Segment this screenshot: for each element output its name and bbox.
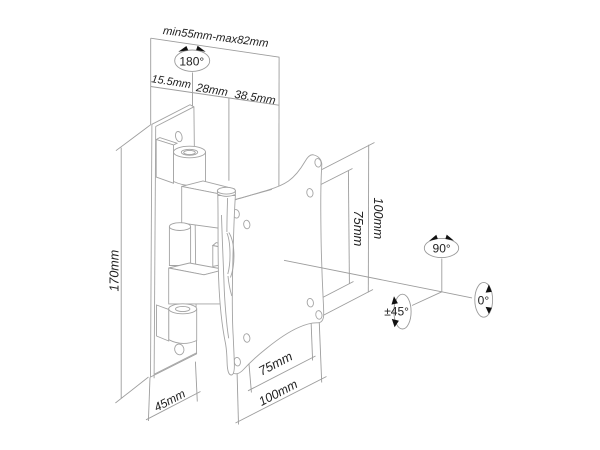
svg-text:100mm: 100mm: [371, 198, 385, 240]
svg-text:90°: 90°: [433, 242, 451, 256]
svg-text:28mm: 28mm: [194, 82, 229, 99]
svg-text:75mm: 75mm: [351, 210, 366, 246]
svg-text:180°: 180°: [179, 54, 204, 68]
svg-text:0°: 0°: [478, 293, 490, 307]
svg-text:170mm: 170mm: [108, 250, 122, 292]
svg-text:±45°: ±45°: [384, 305, 409, 319]
